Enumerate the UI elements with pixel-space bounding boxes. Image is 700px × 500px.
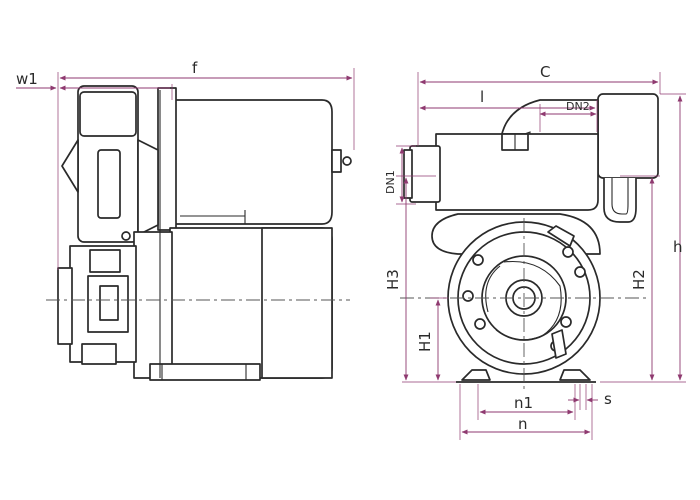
label-h2: H2 (630, 269, 648, 290)
front-view-dimensions (396, 72, 686, 440)
label-n: n (518, 415, 528, 433)
label-w1: w1 (16, 70, 38, 88)
label-n1: n1 (514, 394, 533, 412)
front-view (400, 93, 659, 392)
label-h3: H3 (384, 269, 402, 290)
side-view (46, 85, 352, 381)
label-c: C (540, 63, 550, 81)
label-l: l (480, 88, 484, 106)
side-view-dimensions (16, 68, 355, 270)
label-f: f (192, 59, 198, 77)
label-s: s (604, 390, 612, 408)
label-dn2: DN2 (566, 100, 590, 113)
label-dn1: DN1 (384, 170, 397, 194)
label-h: h (673, 238, 683, 256)
label-h1: H1 (416, 331, 434, 352)
